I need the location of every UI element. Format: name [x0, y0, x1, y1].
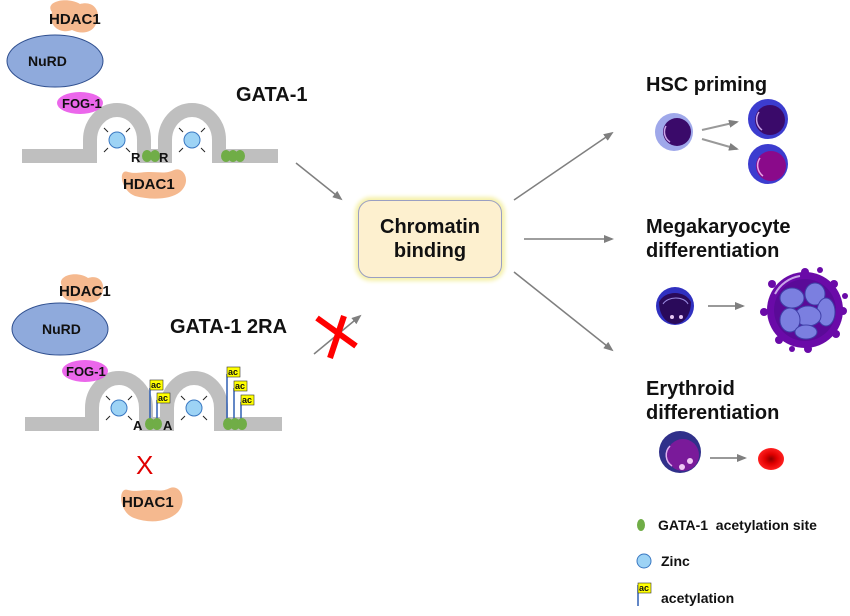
- acetylation-site-icon: [145, 418, 162, 430]
- arrow-to-hsc-priming: [513, 131, 614, 201]
- fog1-protein: [57, 92, 103, 114]
- chromatin-strand: [22, 103, 278, 163]
- nurd-complex: [6, 34, 104, 88]
- hdac1-label: HDAC1: [122, 494, 174, 511]
- flag-label: ac: [235, 381, 245, 391]
- flag-label: ac: [151, 380, 161, 390]
- megakaryocyte-cell-icon: [760, 267, 848, 353]
- red-blood-cell-icon: [758, 448, 784, 470]
- hsc-cell-icon: [655, 113, 693, 151]
- nurd-complex: [11, 302, 109, 356]
- chromatin-binding-line1: Chromatin: [380, 216, 480, 238]
- hdac1-blob: [121, 169, 187, 199]
- ac-flag-icon: [233, 380, 248, 424]
- legend: ac GATA-1 acetylation site Zinc acetylat…: [636, 517, 817, 606]
- hdac1-blob: [50, 0, 99, 33]
- megakaryoblast-cell-icon: [656, 287, 694, 325]
- top-panel: R R HDAC1 HDAC1 NuRD FOG-1 GATA-1: [6, 0, 307, 199]
- nurd-label: NuRD: [42, 321, 81, 337]
- zinc-icon: [105, 395, 133, 421]
- hdac1-label: HDAC1: [49, 11, 101, 28]
- residue-label: A: [133, 418, 143, 433]
- flag-label: ac: [158, 393, 168, 403]
- outcome-title-line: Erythroid: [646, 378, 735, 400]
- residue-label: A: [163, 418, 173, 433]
- fog1-protein: [62, 360, 108, 382]
- outcome-title-line: differentiation: [646, 402, 780, 424]
- acetylation-site-icon: [142, 150, 160, 162]
- acetylation-site-icon: [223, 418, 247, 430]
- hdac1-blob: [121, 487, 183, 522]
- blocked-mark: X: [136, 450, 153, 480]
- fog1-label: FOG-1: [66, 364, 106, 379]
- acetylation-site-icon: [221, 150, 245, 162]
- outcome-title-megakaryocyte: Megakaryocyte differentiation: [646, 215, 791, 263]
- arrow-to-erythroid: [513, 271, 614, 352]
- flag-label: ac: [242, 395, 252, 405]
- outcome-title-line: differentiation: [646, 240, 780, 262]
- progenitor-cell-icon: [748, 144, 788, 184]
- chromatin-binding-line2: binding: [393, 240, 467, 262]
- arrow-hsc: [701, 138, 739, 151]
- zinc-icon: [103, 127, 131, 153]
- blue-circle-icon: [636, 553, 652, 569]
- gata1-title: GATA-1: [236, 84, 307, 106]
- erythroblast-cell-icon: [659, 431, 701, 473]
- legend-label: Zinc: [661, 553, 690, 569]
- zinc-icon: [180, 395, 208, 421]
- residue-label: R: [131, 150, 141, 165]
- hdac1-label: HDAC1: [123, 176, 175, 193]
- hdac1-blob: [60, 274, 104, 303]
- hdac1-label: HDAC1: [59, 283, 111, 300]
- fog1-label: FOG-1: [62, 96, 102, 111]
- legend-label: acetylation: [661, 590, 734, 606]
- outcome-title-line: Megakaryocyte: [646, 216, 791, 238]
- ac-flag-icon: [226, 366, 241, 424]
- arrow-gata1-to-chromatin: [295, 162, 343, 201]
- bottom-panel: ac ac ac ac ac A A X HDAC1 HDAC1 NuRD FO…: [11, 274, 287, 522]
- outcome-title-hsc: HSC priming: [646, 73, 767, 97]
- block-cross-icon: [315, 315, 358, 359]
- residue-label: R: [159, 150, 169, 165]
- flag-label: ac: [639, 583, 649, 593]
- outcome-title-line: HSC priming: [646, 74, 768, 96]
- chromatin-binding-box: Chromatin binding: [358, 200, 502, 278]
- ac-flag-icon: ac: [637, 582, 652, 606]
- progenitor-cell-icon: [748, 99, 788, 139]
- gata1-2ra-title: GATA-1 2RA: [170, 316, 287, 338]
- zinc-icon: [178, 127, 206, 153]
- nurd-label: NuRD: [28, 53, 67, 69]
- legend-label: GATA-1 acetylation site: [658, 517, 817, 533]
- flag-label: ac: [228, 367, 238, 377]
- arrow-hsc: [701, 119, 739, 131]
- green-oval-icon: [637, 519, 645, 531]
- outcome-title-erythroid: Erythroid differentiation: [646, 377, 779, 425]
